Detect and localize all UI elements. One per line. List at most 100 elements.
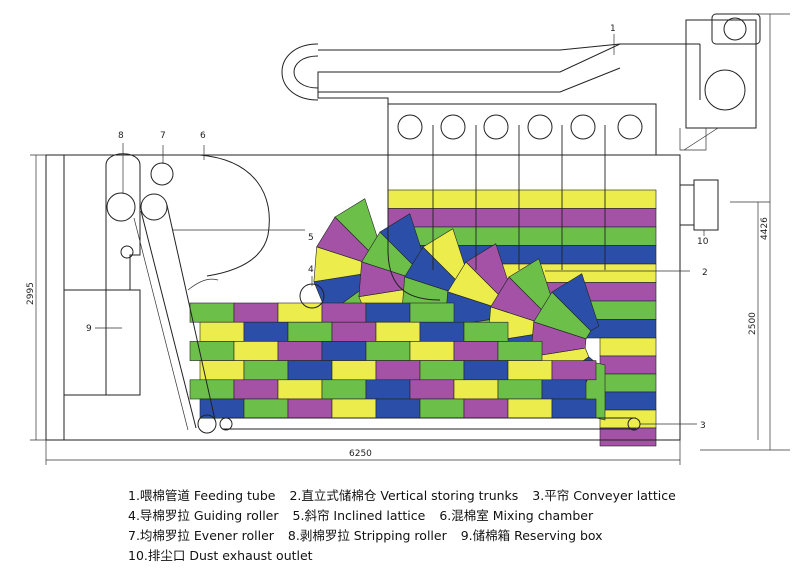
trunk-stripe — [387, 226, 657, 246]
leader-lines — [95, 34, 705, 425]
lattice-brick — [233, 341, 279, 361]
legend-item: 9.储棉箱 Reserving box — [460, 528, 603, 543]
legend-row: 10.排尘口 Dust exhaust outlet — [128, 546, 690, 566]
lattice-brick — [233, 379, 279, 400]
lattice-brick — [497, 379, 543, 400]
lattice-brick — [321, 302, 367, 323]
lattice-brick — [321, 341, 367, 361]
chamber-baffle — [187, 278, 219, 291]
lattice-brick — [453, 341, 499, 361]
lattice-brick — [199, 360, 245, 381]
legend-row: 1.喂棉管道 Feeding tube 2.直立式储棉仓 Vertical sto… — [128, 486, 690, 506]
lattice-brick — [243, 360, 289, 381]
roller-box — [387, 103, 657, 156]
top-roller — [617, 114, 643, 140]
lattice-brick — [419, 398, 465, 419]
dimension-lines — [30, 13, 790, 465]
stripping-roller — [106, 192, 136, 222]
inclined-lattice — [140, 204, 216, 429]
lattice-brick — [277, 302, 323, 323]
trunk-separators — [432, 125, 606, 270]
lattice-brick — [277, 379, 323, 400]
lattice-brick — [277, 341, 323, 361]
lattice-brick — [507, 398, 553, 419]
mixing-chamber-wall — [199, 154, 270, 277]
lattice-bottom-roller — [197, 414, 217, 434]
exhaust-pipe — [693, 179, 719, 231]
legend-item: 7.均棉罗拉 Evener roller — [128, 528, 274, 543]
lattice-brick — [365, 302, 411, 323]
top-rollers — [397, 114, 643, 140]
fan-housing — [685, 19, 757, 129]
legend-item: 3.平帘 Conveyer lattice — [532, 488, 676, 503]
dim-left-height: 2995 — [26, 282, 36, 305]
lattice-brick — [365, 379, 411, 400]
fan-block — [551, 273, 600, 332]
lattice-brick — [287, 360, 333, 381]
lattice-left-roller — [219, 417, 233, 431]
lattice-cotton-layers — [189, 302, 597, 419]
lattice-brick — [419, 360, 465, 381]
lattice-brick — [375, 360, 421, 381]
lattice-brick — [331, 360, 377, 381]
legend-item: 4.导棉罗拉 Guiding roller — [128, 508, 279, 523]
lattice-brick — [331, 321, 377, 342]
dim-total-height: 4426 — [760, 217, 770, 240]
callout-2: 2 — [702, 268, 708, 278]
legend-item: 2.直立式储棉仓 Vertical storing trunks — [289, 488, 519, 503]
trunk-stripe — [599, 337, 657, 357]
lattice-brick — [189, 341, 235, 361]
callout-4: 4 — [308, 265, 314, 275]
machine-diagram: 1 2 3 4 5 6 7 8 9 10 6250 2995 4426 2500 — [26, 13, 790, 465]
fan-wheel — [704, 69, 746, 111]
reserving-box-inner — [105, 289, 141, 396]
lattice-brick — [409, 379, 455, 400]
feeding-tube — [317, 43, 701, 104]
lattice-brick — [321, 379, 367, 400]
lattice-brick — [463, 321, 509, 342]
callout-1: 1 — [610, 24, 616, 34]
lattice-top-roller — [140, 193, 168, 221]
lattice-brick — [189, 379, 235, 400]
top-roller — [440, 114, 466, 140]
lattice-brick — [199, 321, 245, 342]
lattice-brick — [409, 341, 455, 361]
callout-7: 7 — [160, 131, 166, 141]
lattice-brick — [233, 302, 279, 323]
lattice-brick — [463, 360, 509, 381]
lattice-brick — [551, 360, 597, 381]
lattice-brick — [331, 398, 377, 419]
reserving-box — [63, 289, 141, 396]
lattice-return — [133, 217, 189, 431]
feeding-tube-loop — [281, 43, 621, 101]
lattice-brick — [463, 398, 509, 419]
legend: 1.喂棉管道 Feeding tube 2.直立式储棉仓 Vertical sto… — [128, 486, 690, 566]
top-roller — [527, 114, 553, 140]
guide-wheel — [120, 245, 134, 259]
top-roller — [397, 114, 423, 140]
evener-roller — [150, 162, 174, 186]
lattice-brick — [287, 321, 333, 342]
lattice-brick — [189, 302, 235, 323]
legend-item: 6.混棉室 Mixing chamber — [439, 508, 594, 523]
lattice-brick — [453, 379, 499, 400]
callout-9: 9 — [86, 324, 92, 334]
lattice-brick — [507, 360, 553, 381]
trunk-stripe — [387, 189, 657, 209]
lattice-brick — [409, 302, 455, 323]
trunk-stripe — [599, 355, 657, 375]
top-roller — [570, 114, 596, 140]
trunk-housing-curve — [387, 155, 441, 301]
legend-item: 1.喂棉管道 Feeding tube — [128, 488, 276, 503]
lattice-brick — [551, 398, 597, 419]
callout-6: 6 — [200, 131, 206, 141]
dim-right-height: 2500 — [748, 312, 758, 335]
callout-3: 3 — [700, 421, 706, 431]
lattice-brick — [375, 321, 421, 342]
trunk-stripe — [599, 427, 657, 447]
lattice-brick — [243, 321, 289, 342]
top-roller — [483, 114, 509, 140]
trunk-stripe — [599, 391, 657, 411]
